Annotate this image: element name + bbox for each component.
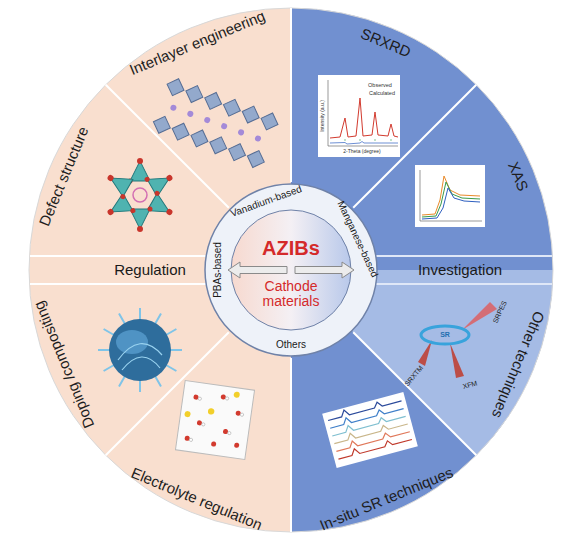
sector-title: Defect structure [35, 123, 91, 227]
figure-annotation: SRPES [492, 300, 509, 325]
sector-title: XAS [506, 158, 533, 192]
material-class: Others [276, 339, 306, 350]
synchrotron-ring [418, 302, 497, 378]
figure-annotation: Intensity (a.u.) [320, 100, 326, 132]
sector-label-box: In-situ SR techniques [279, 445, 491, 543]
band-lines [376, 256, 552, 284]
material-class: PBAs-based [212, 242, 223, 298]
sector-title: SRXRD [358, 24, 413, 60]
layered-structure [150, 76, 281, 171]
sector-title: Electrolyte regulation [129, 464, 265, 533]
band-label: Regulation [114, 262, 186, 279]
sector-title: Doping /compositing [29, 298, 97, 430]
xrd-plot [318, 75, 400, 157]
hub-title: AZIBs [262, 237, 320, 259]
left-arrow [228, 262, 287, 278]
xas-plot [415, 165, 485, 227]
hub-title: Cathode materials [249, 279, 333, 310]
right-arrow [295, 262, 354, 278]
electrolyte-box [175, 380, 254, 459]
sector-label-box: Interlayer engineering [90, 0, 302, 95]
sector-label-box: XAS [466, 69, 572, 281]
sector-label-box: SRXRD [279, 0, 491, 95]
defect-lattice [102, 158, 179, 232]
sector-dividers [30, 8, 476, 532]
hub-circle: AZIBsCathode materialsVanadium-basedMang… [203, 182, 379, 358]
figure-annotation: 2-Theta (degree) [343, 149, 381, 155]
figure-annotation: XFM [462, 379, 478, 390]
figure-annotation: SRXTM [403, 364, 425, 388]
nanoflower [98, 308, 182, 392]
sector-title: Other techniques [489, 308, 548, 420]
figure-annotation: Calculated [369, 90, 395, 96]
sector-label-box: Other techniques [466, 258, 572, 470]
figure-annotation: SR [440, 331, 450, 339]
sector-title: In-situ SR techniques [316, 463, 454, 533]
in-situ-plot [322, 392, 418, 468]
sector-label-box: Electrolyte regulation [90, 445, 302, 543]
sector-title: Interlayer engineering [126, 6, 267, 77]
band-label: Investigation [418, 262, 502, 279]
sector-label-box: Doping /compositing [10, 258, 116, 470]
sector-label-box: Defect structure [10, 69, 116, 281]
wheel-rim [29, 8, 553, 532]
figure-annotation: Observed [368, 82, 392, 88]
